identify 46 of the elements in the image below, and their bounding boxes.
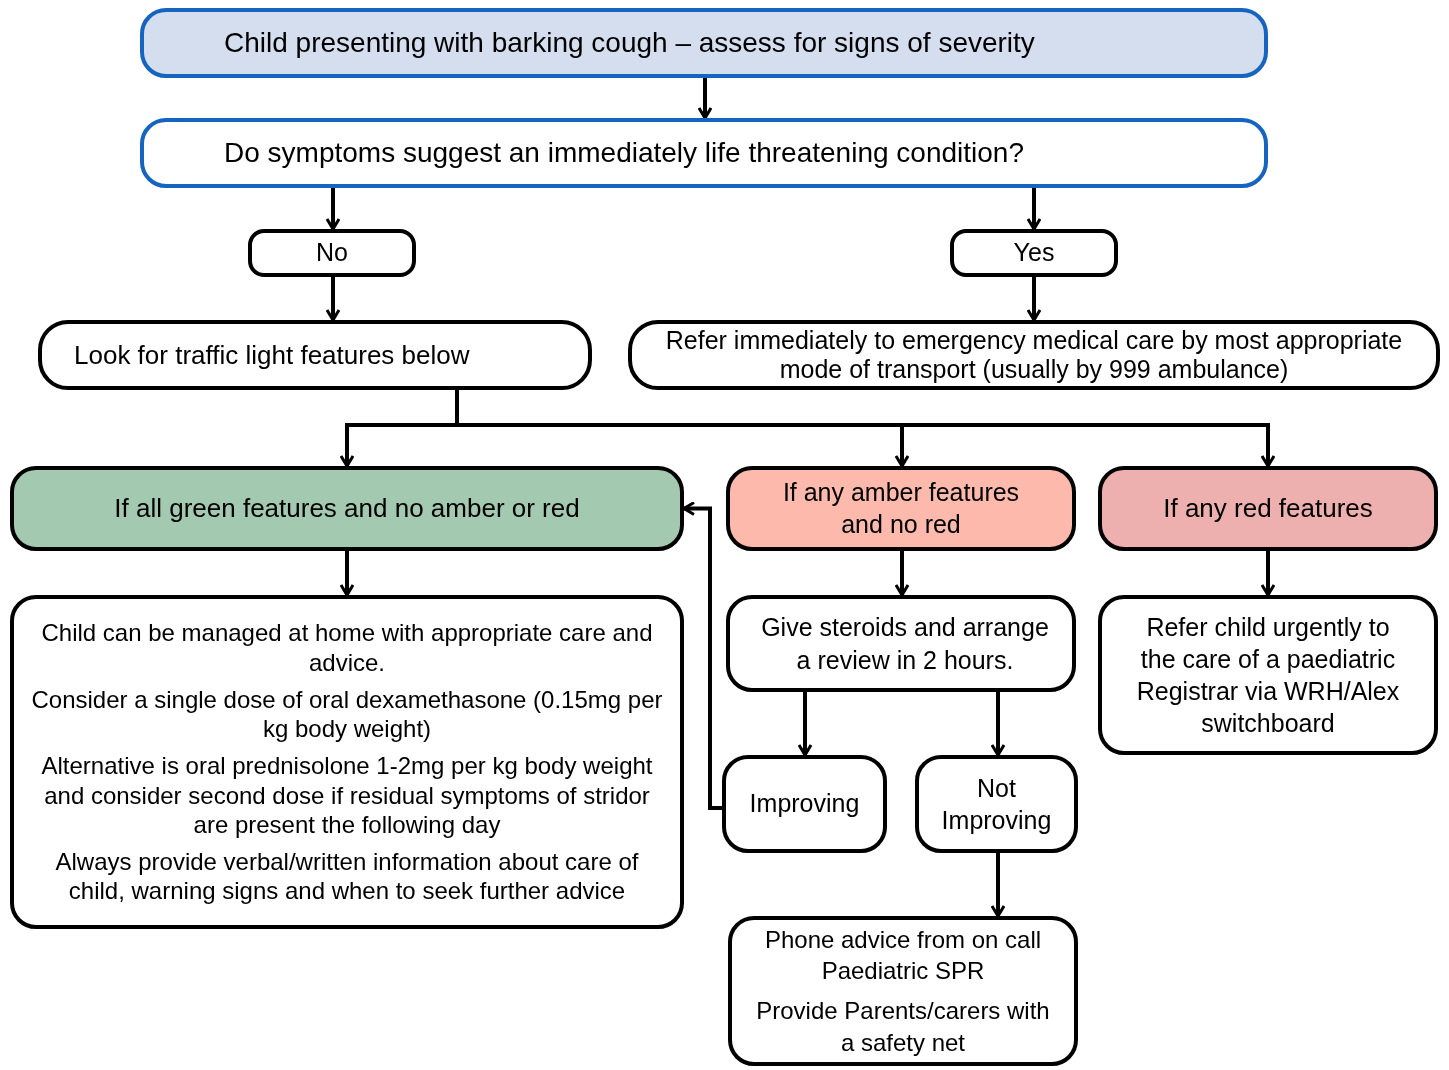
box-text: Refer immediately to emergency medical care by most appropriate mode of transport (usually by 999 ambulance) xyxy=(664,326,1404,384)
box-text: Look for traffic light features below xyxy=(74,338,470,372)
arrow xyxy=(990,692,1006,757)
process-box xyxy=(248,229,416,277)
process-box xyxy=(628,320,1440,390)
box-text: Consider a single dose of oral dexamethasone (0.15mg per kg body weight) xyxy=(30,684,664,744)
arrow xyxy=(894,551,910,597)
box-text: Always provide verbal/written information about care of child, warning signs and when to seek further advice xyxy=(54,847,640,906)
box-text: Phone advice from on call Paediatric SPR xyxy=(763,924,1043,987)
box-text: If any amber features and no red xyxy=(781,477,1021,540)
box-text: Provide Parents/carers with a safety net xyxy=(756,996,1050,1058)
process-box xyxy=(38,320,592,390)
process-box xyxy=(726,595,1076,692)
process-box xyxy=(950,229,1118,277)
process-box xyxy=(1098,466,1438,551)
process-box xyxy=(140,118,1268,188)
process-box xyxy=(10,595,684,929)
process-box xyxy=(728,916,1078,1066)
arrow xyxy=(797,692,813,757)
process-box xyxy=(726,466,1076,551)
arrow xyxy=(990,853,1006,918)
arrow xyxy=(339,551,355,597)
box-text: Not Improving xyxy=(940,772,1053,836)
process-box xyxy=(10,466,684,551)
arrow xyxy=(1026,277,1042,322)
box-text: Yes xyxy=(1013,237,1055,269)
box-text: Do symptoms suggest an immediately life threatening condition? xyxy=(224,136,1024,170)
process-box xyxy=(722,755,887,853)
box-text: Refer child urgently to the care of a paediatric Registrar via WRH/Alex switchboard xyxy=(1135,612,1401,739)
box-text: Alternative is oral prednisolone 1-2mg per kg body weight and consider second dose if residual symptoms of stridor are present the following day xyxy=(40,751,654,840)
box-text: If any red features xyxy=(1163,492,1373,525)
box-text: Improving xyxy=(749,788,860,820)
box-text: Give steroids and arrange a review in 2 hours. xyxy=(760,612,1050,676)
arrow xyxy=(1260,551,1276,597)
arrow xyxy=(682,501,722,810)
box-text: Child presenting with barking cough – assess for signs of severity xyxy=(224,26,1035,60)
arrow xyxy=(697,78,713,120)
process-box xyxy=(915,755,1078,853)
process-box xyxy=(140,8,1268,78)
arrow xyxy=(1026,188,1042,231)
arrow xyxy=(325,188,341,231)
box-text: No xyxy=(316,237,348,269)
arrow xyxy=(325,277,341,322)
box-text: Child can be managed at home with appropriate care and advice. xyxy=(40,618,654,677)
process-box xyxy=(1098,595,1438,755)
box-text: If all green features and no amber or red xyxy=(114,492,580,525)
